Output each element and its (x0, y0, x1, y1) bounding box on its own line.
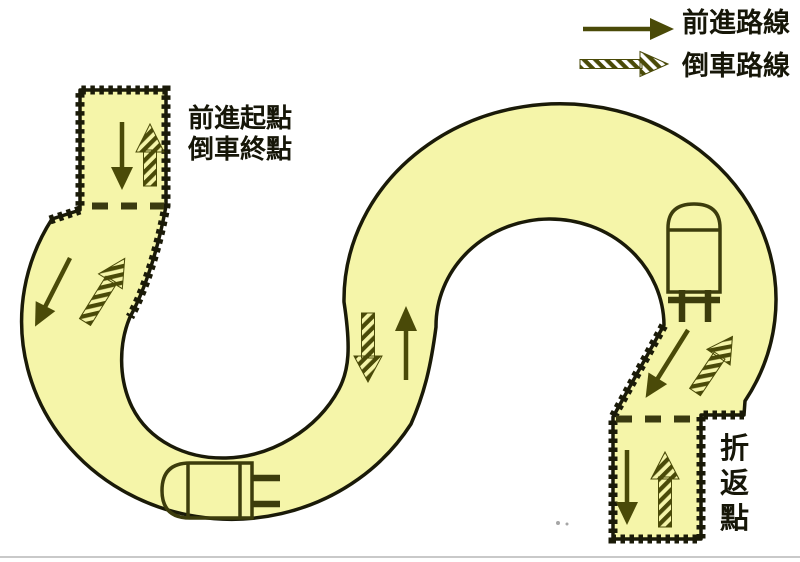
legend-forward-arrow-icon (583, 18, 674, 40)
stray-mark (556, 521, 560, 525)
forward-arrow-right-curve (645, 328, 690, 398)
reverse-arrow-turnaround-box (650, 450, 680, 528)
turnaround-point-label: 折 返 點 (720, 432, 749, 537)
turnaround-box-hatched-border (608, 322, 744, 544)
s-curve-track (19, 88, 778, 541)
turnaround-label-char2: 返 (720, 468, 750, 500)
forward-arrow-middle (395, 306, 417, 380)
car-icon-right-curve (666, 202, 722, 322)
forward-arrow-start-box (111, 122, 133, 190)
turnaround-label-char1: 折 (720, 433, 750, 465)
legend-label-forward: 前進路線 (682, 8, 790, 38)
legend-label-reverse: 倒車路線 (682, 51, 790, 81)
legend-reverse-arrow-icon (579, 50, 670, 78)
start-box-hatched-border (48, 85, 171, 320)
start-point-label-line2: 倒車終點 (188, 134, 293, 164)
reverse-arrow-right-curve (688, 335, 734, 397)
start-point-label: 前進起點 倒車終點 (188, 103, 292, 165)
forward-arrow-left-curve (35, 256, 73, 327)
turnaround-label-char3: 點 (720, 503, 750, 535)
car-icon-bottom-curve (160, 461, 280, 520)
reverse-arrow-start-box (135, 122, 165, 187)
forward-arrow-turnaround-box (616, 450, 638, 525)
stray-mark (565, 522, 569, 526)
reverse-arrow-left-curve (78, 257, 126, 327)
reverse-arrow-middle (353, 312, 383, 384)
start-point-label-line1: 前進起點 (188, 103, 293, 133)
